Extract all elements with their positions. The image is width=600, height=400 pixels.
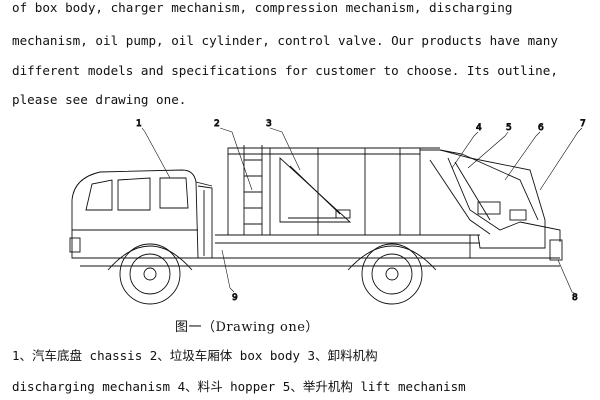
callout-3: 3 (266, 119, 272, 129)
paragraph-line-1: of box body, charger mechanism, compress… (12, 0, 513, 15)
callout-5: 5 (506, 123, 512, 133)
callout-leaders (141, 127, 583, 295)
chassis-frame (72, 234, 560, 267)
truck-cab (69, 169, 213, 259)
component-list-line-1: 1、汽车底盘 chassis 2、垃圾车厢体 box body 3、卸料机构 (12, 348, 378, 363)
hopper-lift (420, 149, 563, 261)
paragraph-line-3: different models and specifications for … (12, 63, 558, 78)
front-wheel (107, 243, 193, 305)
callout-6: 6 (538, 123, 544, 133)
callout-8: 8 (572, 293, 578, 303)
garbage-truck-drawing: 1 2 3 4 5 6 7 8 9 (69, 119, 586, 305)
figure-caption: 图一（Drawing one） (175, 320, 319, 335)
callout-4: 4 (476, 123, 482, 133)
callout-1: 1 (136, 119, 142, 129)
callout-2: 2 (214, 119, 220, 129)
callout-9: 9 (232, 293, 238, 303)
discharging-mechanism (243, 145, 352, 235)
paragraph-line-2: mechanism, oil pump, oil cylinder, contr… (12, 33, 558, 48)
callout-7: 7 (580, 119, 586, 129)
rear-wheel (347, 243, 437, 305)
paragraph-line-4: please see drawing one. (12, 92, 187, 107)
box-body (227, 147, 440, 235)
component-list-line-2: discharging mechanism 4、料斗 hopper 5、举升机构… (12, 379, 466, 394)
